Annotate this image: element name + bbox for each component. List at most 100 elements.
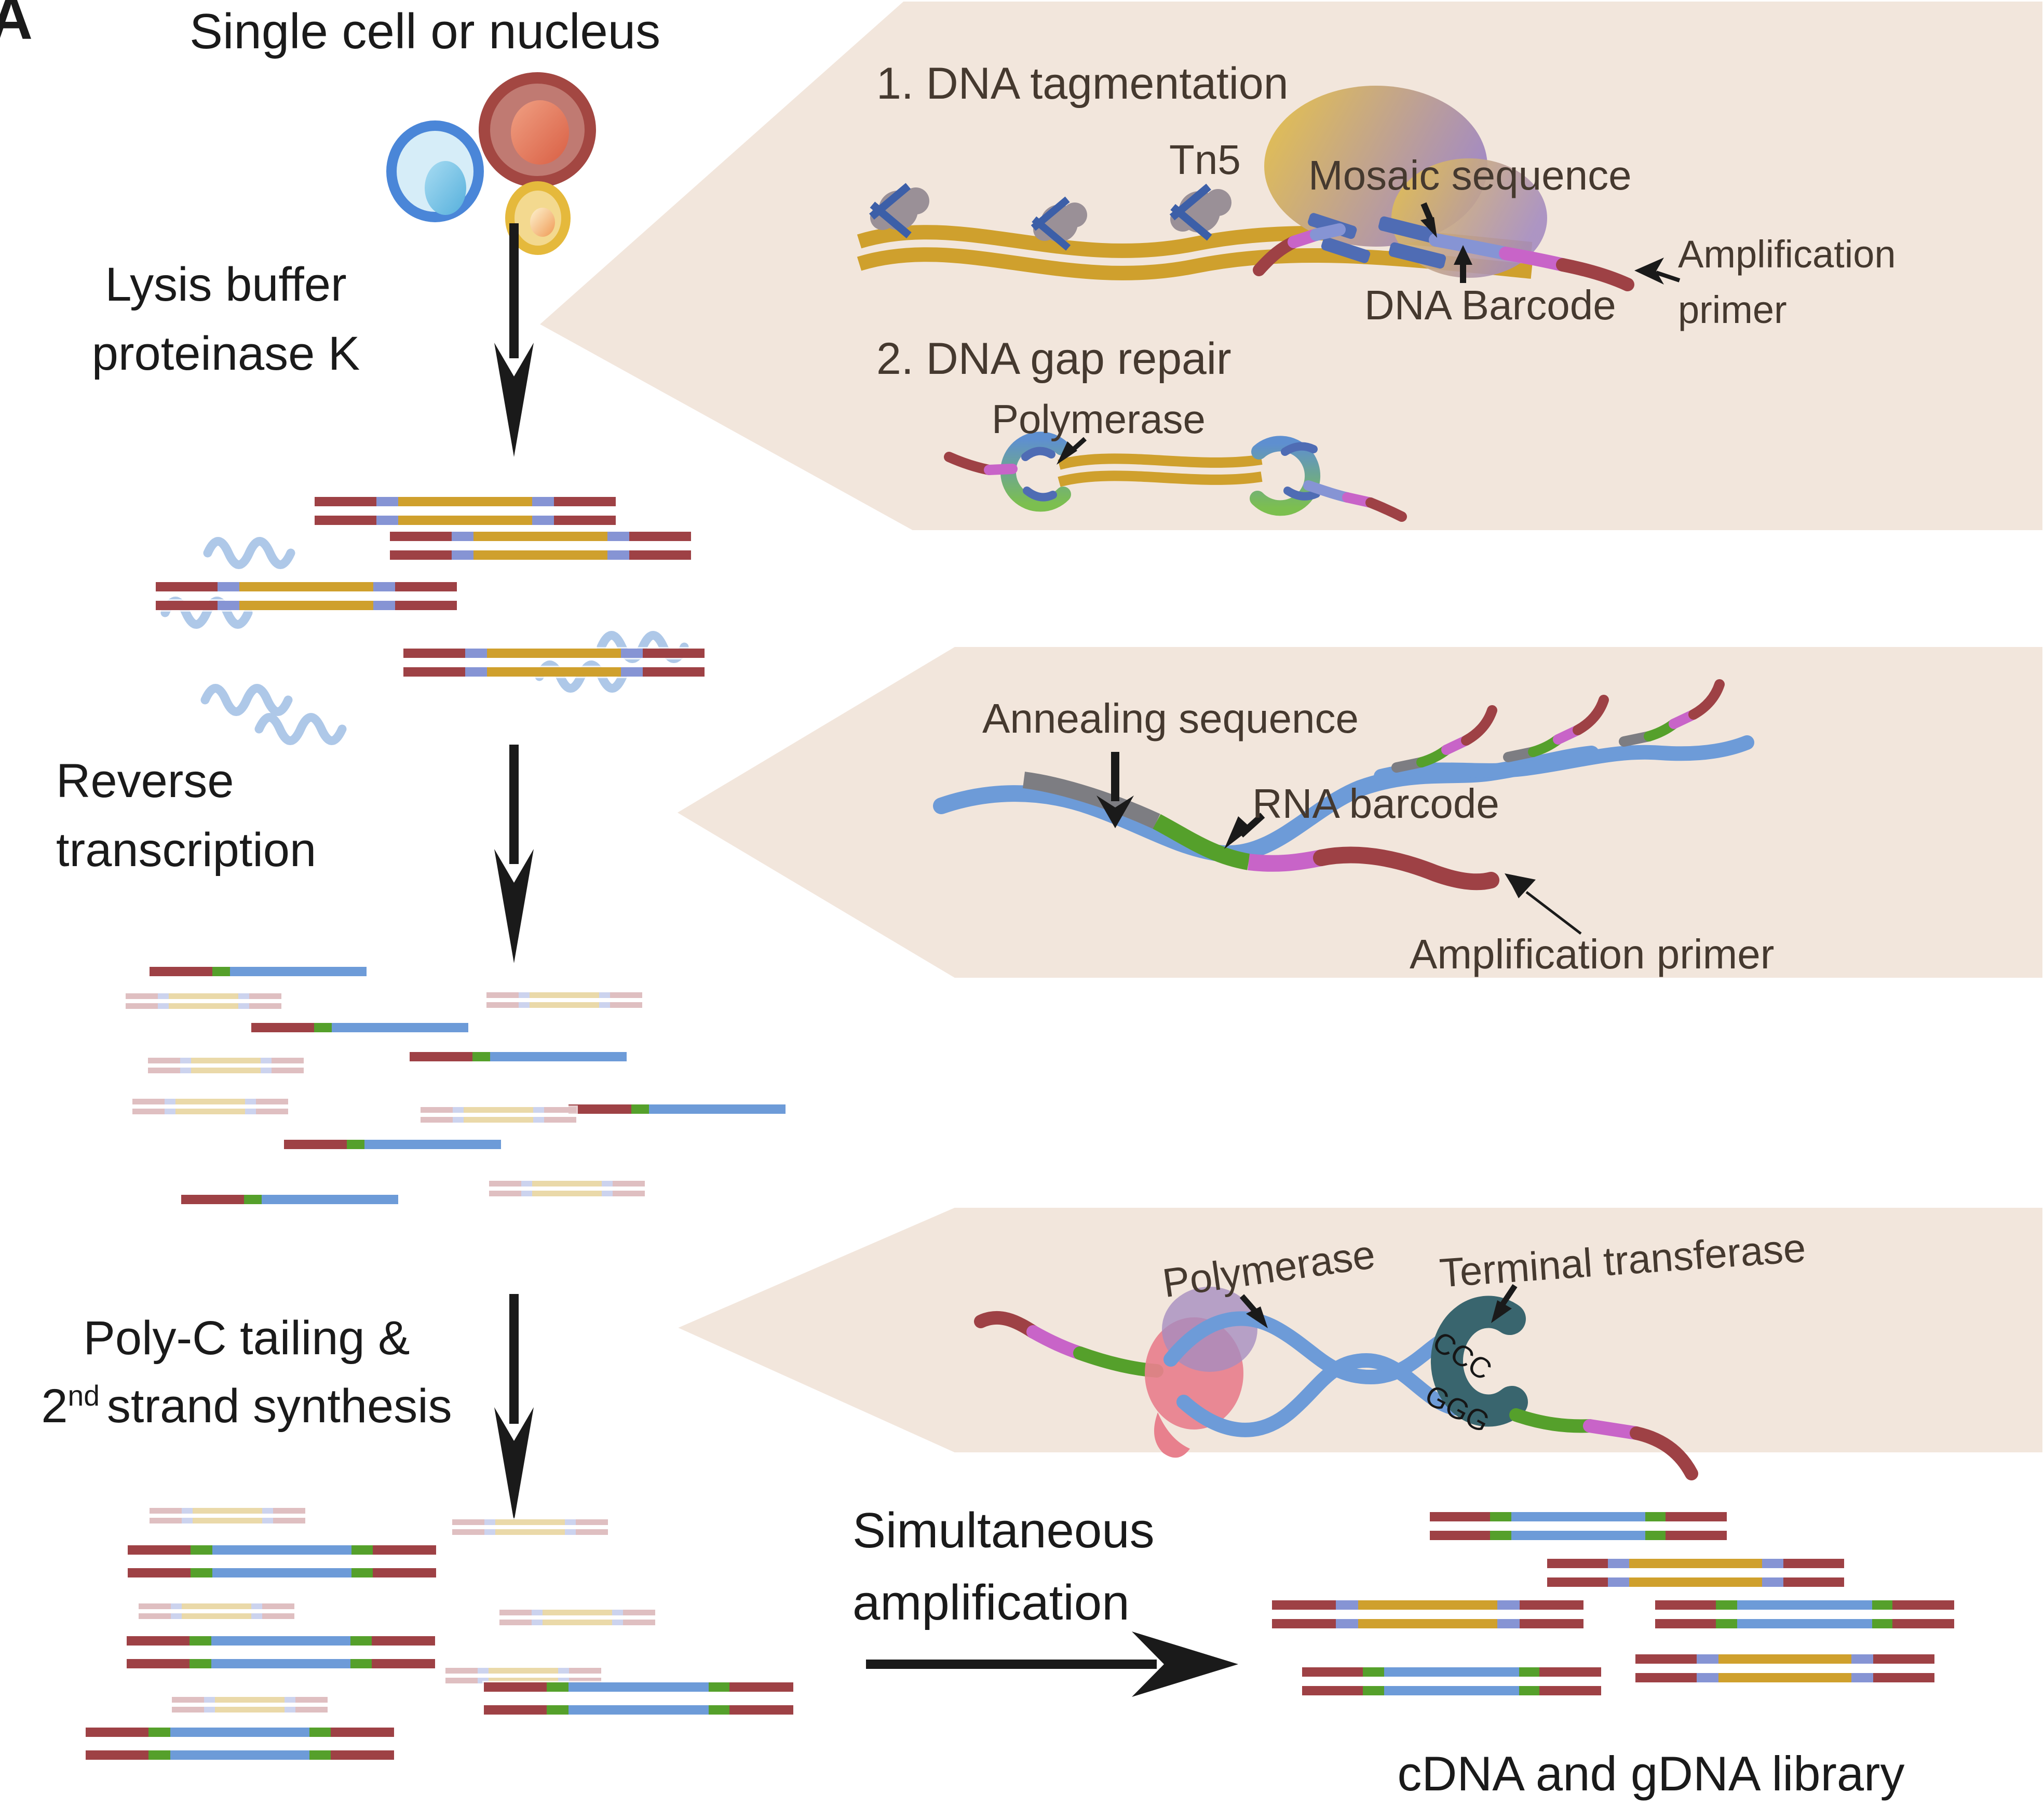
gdna-fragment-bar-faded	[126, 993, 281, 999]
dna-segment-fperi	[477, 1668, 489, 1674]
dna-segment-peri	[217, 582, 239, 591]
dna-segment-fperi	[452, 1107, 464, 1113]
dna-segment-brick	[1783, 1559, 1844, 1568]
dna-segment-brick	[1547, 1577, 1608, 1587]
gdna-fragment-bar-faded	[421, 1117, 576, 1123]
amplification-line2: amplification	[852, 1575, 1130, 1631]
dna-segment-fperi	[533, 1117, 545, 1123]
dna-segment-gold	[1629, 1577, 1762, 1587]
gdna-fragment-bar	[156, 601, 457, 610]
dna-segment-fperi	[181, 1508, 193, 1514]
dna-segment-gold	[1718, 1673, 1852, 1682]
dna-segment-blue	[262, 1195, 398, 1204]
gdna-fragment-bar-faded	[139, 1603, 294, 1609]
dna-segment-brick	[315, 497, 376, 506]
rna-squiggles	[160, 537, 689, 745]
dna-segment-brick	[554, 516, 616, 525]
blue-cell-nucleus	[425, 161, 466, 215]
dna-segment-brick	[1519, 1600, 1583, 1610]
terminal-transferase-enzyme	[1430, 1296, 1528, 1427]
dna-segment-green	[190, 1568, 212, 1577]
tagmentation-title: 1. DNA tagmentation	[876, 59, 1289, 109]
dna-segment-fperi	[262, 1508, 274, 1514]
dna-segment-peri	[465, 667, 487, 677]
dna-segment-fpink	[172, 1707, 204, 1712]
dna-segment-fcream	[489, 1668, 558, 1674]
tn5-blob	[1031, 196, 1087, 251]
dna-segment-brick	[1655, 1600, 1716, 1610]
dna-segment-brick	[395, 582, 457, 591]
dna-segment-brick	[403, 667, 465, 677]
dna-segment-peri	[1762, 1559, 1783, 1568]
dna-segment-brick	[1873, 1673, 1934, 1682]
dna-segment-gold	[1629, 1559, 1762, 1568]
dna-segment-fpink	[486, 1002, 519, 1008]
rna-barcode-label: RNA barcode	[1252, 780, 1499, 827]
dna-segment-blue	[211, 1659, 351, 1668]
dna-segment-fcream	[193, 1518, 262, 1523]
dna-segment-fperi	[204, 1697, 215, 1703]
dna-segment-blue	[1511, 1531, 1646, 1540]
dna-segment-fpink	[148, 1058, 180, 1063]
dna-segment-brick	[1539, 1686, 1601, 1695]
dna-segment-peri	[376, 516, 398, 525]
dna-segment-fperi	[484, 1529, 496, 1535]
polymerase-enzyme-right	[1250, 436, 1321, 516]
dna-segment-peri	[376, 497, 398, 506]
gdna-fragment-bar-faded	[452, 1519, 608, 1525]
dna-segment-fperi	[477, 1678, 489, 1683]
workflow-arrows	[494, 223, 1238, 1697]
gdna-fragment-bar-faded	[486, 1002, 642, 1008]
dna-segment-gold	[398, 516, 533, 525]
rna-squiggle	[535, 660, 627, 693]
dna-segment-brick	[1892, 1600, 1954, 1610]
dna-segment-fpink	[249, 993, 281, 999]
cdna-double-strand-bar	[1302, 1686, 1601, 1695]
dna-segment-brick	[1547, 1559, 1608, 1568]
polymerase-label-1: Polymerase	[992, 396, 1206, 442]
gdna-fragment-bar-faded	[489, 1191, 645, 1196]
dna-segment-peri	[621, 649, 643, 658]
dna-segment-green	[1490, 1531, 1511, 1540]
rt-callout-arrows	[1097, 752, 1582, 935]
gap-repair-illustration	[944, 431, 1407, 522]
polymerase-callout-arrow	[1057, 437, 1087, 465]
dna-segment-green	[189, 1659, 211, 1668]
rt-line1: Reverse	[56, 754, 234, 807]
dna-segment-fpink	[148, 1068, 180, 1073]
dna-segment-blue	[212, 1568, 352, 1577]
dna-segment-fperi	[251, 1613, 263, 1619]
dna-segment-fperi	[260, 1068, 272, 1073]
dna-segment-peri	[1608, 1577, 1630, 1587]
dna-segment-brick	[1272, 1600, 1336, 1610]
dna-segment-fpink	[139, 1603, 171, 1609]
dna-segment-fpink	[452, 1529, 484, 1535]
dna-segment-green	[546, 1682, 569, 1692]
dna-segment-green	[708, 1705, 730, 1715]
dna-segment-fperi	[157, 993, 169, 999]
dna-segment-brick	[390, 550, 452, 560]
dna-segment-blue	[332, 1023, 468, 1032]
dna-segment-blue	[1737, 1600, 1873, 1610]
dna-segment-fpink	[273, 1508, 305, 1514]
dna-segment-fperi	[284, 1697, 296, 1703]
dna-segment-fcream	[543, 1610, 612, 1615]
dna-segment-green	[1715, 1600, 1737, 1610]
gap-repair-title: 2. DNA gap repair	[876, 334, 1231, 384]
dna-segment-peri	[217, 601, 239, 610]
dna-segment-brick	[315, 516, 376, 525]
dna-segment-fpink	[445, 1678, 478, 1683]
cdna-double-strand-bar	[1302, 1667, 1601, 1677]
dna-segment-fperi	[164, 1109, 176, 1114]
amplification-line1: Simultaneous	[852, 1503, 1155, 1558]
gdna-fragment-bar-faded	[172, 1707, 328, 1712]
dna-segment-fcream	[215, 1707, 285, 1712]
rna-barcode-segment	[1153, 814, 1250, 870]
dna-segment-fperi	[180, 1058, 192, 1063]
dna-segment-brick	[371, 1636, 435, 1646]
figure-title: Single cell or nucleus	[189, 4, 661, 59]
dna-segment-fperi	[558, 1668, 570, 1674]
dna-segment-fpink	[544, 1107, 576, 1113]
cdna-first-strand-bar	[150, 967, 367, 976]
